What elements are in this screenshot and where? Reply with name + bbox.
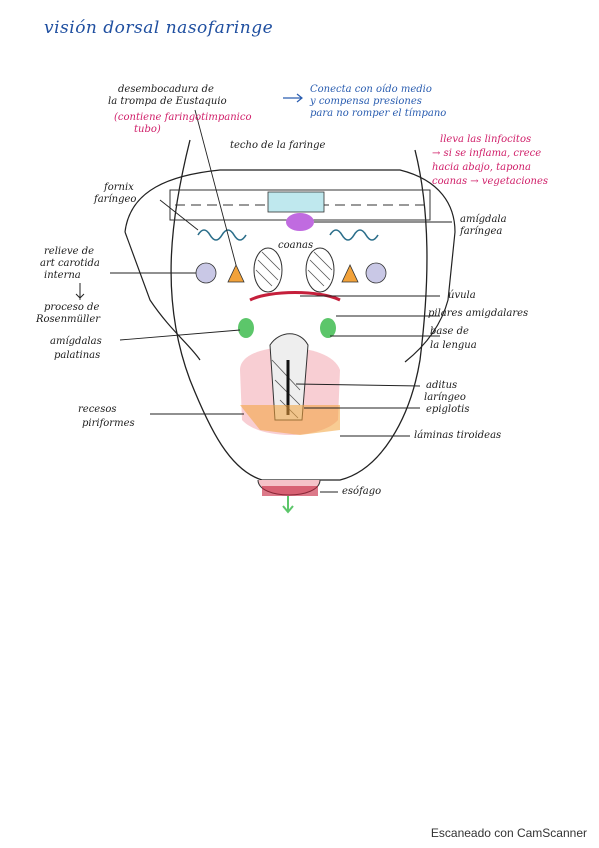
label-eustaquio-1: desembocadura de: [118, 84, 214, 95]
tonsil-left: [238, 318, 254, 338]
esophagus-lumen: [262, 486, 318, 496]
label-eustaquio-pink-1: (contiene faringotimpanico: [114, 112, 252, 123]
carotid-right: [365, 262, 387, 284]
label-techo: techo de la faringe: [230, 140, 326, 151]
label-base-lengua-1: base de: [430, 326, 469, 337]
purple-tonsil: [286, 213, 314, 231]
label-lleva-2: → si se inflama, crece: [432, 148, 542, 159]
label-amigdala-far-2: faríngea: [460, 226, 503, 237]
label-eustaquio-pink-2: tubo): [134, 124, 161, 135]
label-fornix-1: fornix: [104, 182, 134, 193]
label-laminas: láminas tiroideas: [414, 430, 502, 441]
label-proceso-1: proceso de: [44, 302, 100, 313]
techo-frame: [169, 189, 431, 221]
coana-left-hatch: [255, 251, 281, 287]
label-conecta-2: y compensa presiones: [310, 96, 422, 107]
carotid-left: [195, 262, 217, 284]
esophagus-arrow: [282, 496, 294, 514]
label-base-lengua-2: la lengua: [430, 340, 477, 351]
wave-right: [329, 229, 379, 241]
pointer-eustaquio: [194, 109, 237, 266]
pointer-aditus: [295, 383, 421, 387]
scanner-watermark: Escaneado con CamScanner: [430, 826, 587, 840]
label-lleva-1: lleva las linfocitos: [440, 134, 532, 145]
label-coanas: coanas: [278, 240, 314, 251]
pointer-amig-palatinas: [119, 329, 241, 341]
arrow-down-icon: [75, 283, 85, 299]
label-conecta-3: para no romper el tímpano: [310, 108, 447, 119]
eustachian-right: [341, 264, 359, 283]
coana-right-hatch: [307, 251, 333, 287]
label-esofago: esófago: [342, 486, 382, 497]
page-title: visión dorsal nasofaringe: [44, 18, 274, 38]
label-amig-palatinas-2: palatinas: [54, 350, 101, 361]
label-amig-palatinas-1: amígdalas: [50, 336, 102, 347]
label-lleva-3: hacia abajo, tapona: [432, 162, 531, 173]
label-amigdala-far-1: amígdala: [460, 214, 507, 225]
label-uvula: úvula: [448, 290, 476, 301]
eustachian-left: [227, 264, 245, 283]
label-epiglotis: epiglotis: [426, 404, 470, 415]
label-relieve-3: interna: [44, 270, 81, 281]
piriform-recess: [240, 405, 340, 435]
label-fornix-2: faríngeo: [94, 194, 137, 205]
label-relieve-2: art carotida: [40, 258, 100, 269]
upper-shell: [124, 169, 456, 363]
label-recesos-2: piriformes: [82, 418, 135, 429]
label-eustaquio-2: la trompa de Eustaquio: [108, 96, 227, 107]
arrow-right-icon: [283, 93, 303, 103]
label-aditus-2: laríngeo: [424, 392, 466, 403]
label-recesos-1: recesos: [78, 404, 117, 415]
label-aditus-1: aditus: [426, 380, 458, 391]
label-proceso-2: Rosenmüller: [36, 314, 101, 325]
label-pilares: pilares amigdalares: [428, 308, 529, 319]
cyan-band: [267, 191, 325, 213]
label-lleva-3b: coanas → vegetaciones: [432, 176, 549, 187]
wave-left: [197, 229, 247, 241]
pointer-fornix: [159, 199, 199, 231]
tonsil-right: [320, 318, 336, 338]
label-conecta-1: Conecta con oído medio: [310, 84, 432, 95]
upper-shell-left: [124, 231, 201, 361]
label-relieve-1: relieve de: [44, 246, 95, 257]
soft-palate: [249, 291, 341, 302]
